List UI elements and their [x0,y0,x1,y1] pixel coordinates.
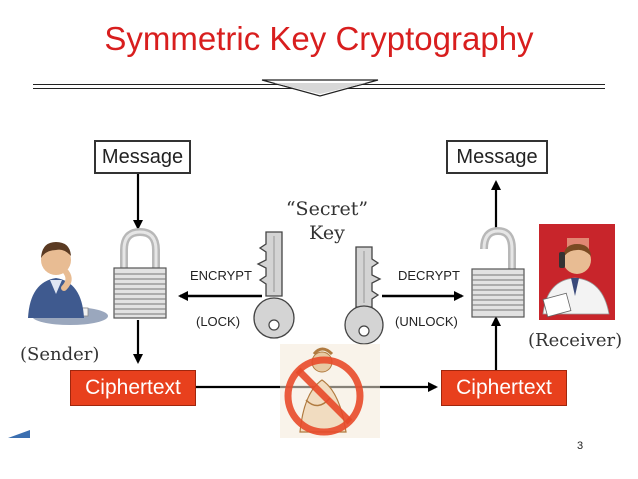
padlock-closed-icon [113,228,167,319]
sender-label: (Sender) [20,344,100,365]
ciphertext-box-receiver: Ciphertext [441,370,567,406]
ciphertext-box-sender: Ciphertext [70,370,196,406]
title-divider-triangle [261,79,379,97]
key-icon [253,231,295,339]
padlock-open-icon [471,226,525,318]
page-number: 3 [577,440,584,452]
receiver-label: (Receiver) [528,330,623,351]
lock-label: (LOCK) [196,314,241,329]
secret-key-label-line1: “Secret” [285,198,369,220]
secret-key-label-line2: Key [309,222,345,244]
encrypt-label: ENCRYPT [190,268,252,283]
receiver-person-icon [539,224,615,320]
eavesdropper-blocked-icon [280,344,380,438]
corner-accent-shape [8,430,30,438]
unlock-label: (UNLOCK) [395,314,458,329]
key-icon [344,246,384,345]
message-box-receiver: Message [446,140,548,174]
message-box-sender: Message [94,140,191,174]
sender-person-icon [28,242,108,325]
slide-title: Symmetric Key Cryptography [104,20,534,57]
decrypt-label: DECRYPT [398,268,460,283]
